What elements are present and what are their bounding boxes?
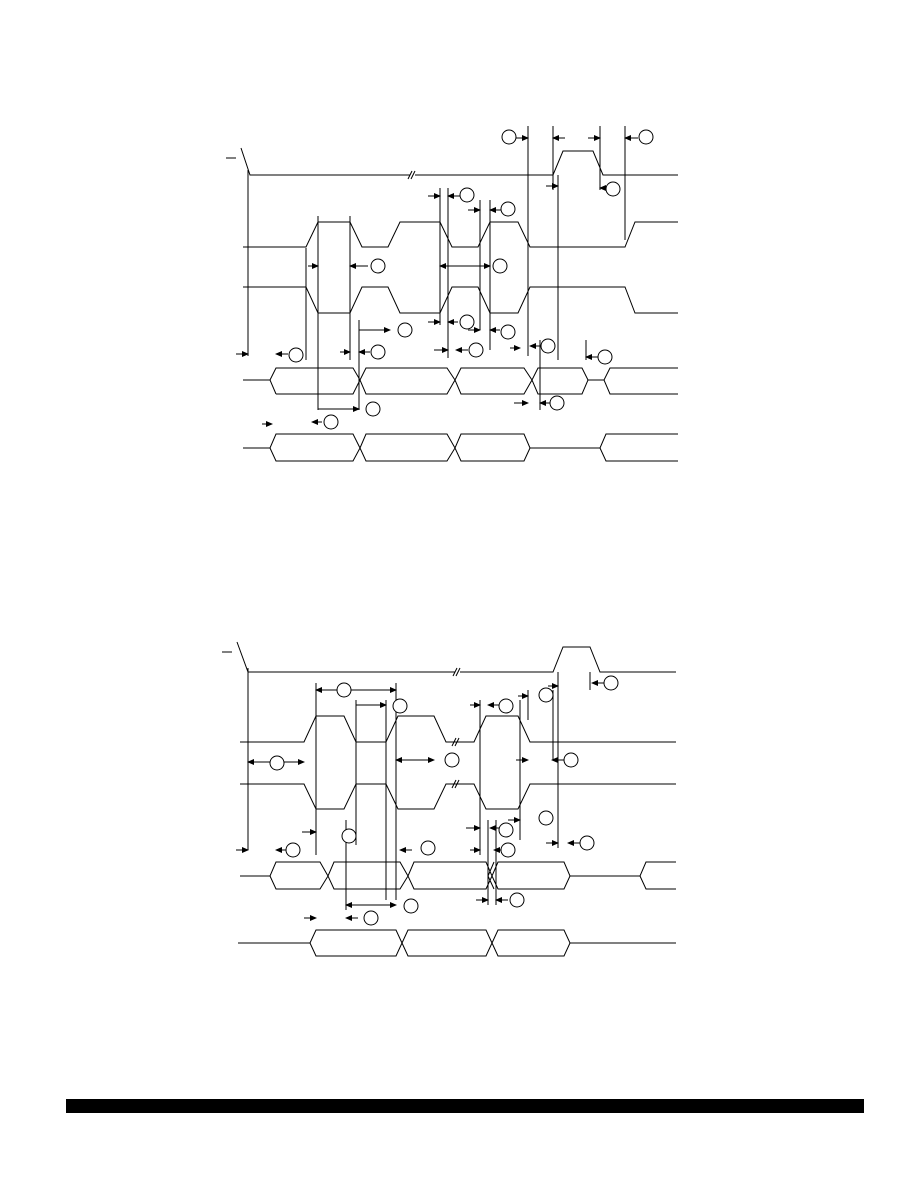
lower-timing-arrows: [236, 680, 604, 921]
lower-bus-1: [240, 861, 676, 890]
upper-control-trace: [226, 147, 678, 180]
upper-timing-callouts: [288, 129, 654, 430]
lower-bus-2: [238, 929, 676, 957]
upper-address-trace: [243, 221, 678, 314]
lower-timing-callouts: [269, 675, 619, 926]
upper-bus-1: [243, 367, 678, 395]
lower-reference-lines: [247, 668, 591, 910]
upper-bus-2: [243, 433, 678, 462]
upper-reference-lines: [247, 126, 626, 410]
lower-timing-diagram: [222, 641, 676, 957]
footer-bar: [66, 1099, 864, 1113]
upper-timing-diagram: [226, 126, 678, 462]
upper-timing-arrows: [236, 135, 638, 427]
lower-address-trace: [240, 715, 676, 810]
lower-control-trace: [222, 641, 676, 677]
